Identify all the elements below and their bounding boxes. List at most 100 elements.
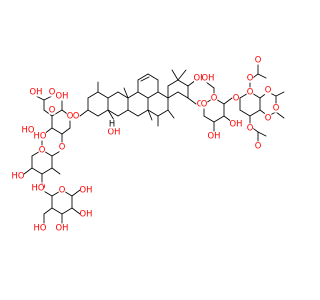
bond-line	[87, 91, 99, 99]
hydroxyl-group-label: HO	[22, 125, 35, 135]
bond-line	[177, 69, 187, 81]
hydroxyl-group-label: OH	[56, 223, 69, 233]
bond-line	[123, 87, 129, 99]
hydroxyl-group-label: OH	[56, 91, 69, 101]
bond-line	[137, 73, 149, 81]
hydroxyl-group-label: OH	[80, 209, 93, 219]
bond-line	[205, 81, 215, 89]
atom-label-background	[48, 87, 56, 97]
bond-line	[51, 207, 63, 215]
bond-line	[127, 109, 139, 117]
molecule-structure-diagram: OOOOOOOOHOOHHOOHOHOHOOOHOHOHHOOHHOHOOHOO…	[12, 55, 285, 233]
bond-line	[257, 131, 267, 137]
bond-line	[213, 115, 225, 123]
bond-line	[239, 109, 251, 117]
bond-line	[137, 91, 149, 99]
atom-label-background	[22, 125, 34, 135]
bond-line	[187, 97, 197, 105]
bond-line	[87, 109, 99, 117]
bond-line	[127, 91, 139, 99]
atom-label-background	[272, 103, 280, 113]
bond-line	[137, 109, 149, 117]
atom-label-background	[108, 119, 116, 129]
atom-label-background	[30, 87, 42, 97]
bond-line	[97, 109, 109, 117]
oxygen-atom-label: O	[67, 111, 74, 121]
bond-line	[43, 109, 53, 117]
bond-line	[61, 207, 73, 215]
bond-line	[117, 109, 129, 117]
bond-line	[61, 127, 71, 135]
oxygen-atom-label: O	[247, 73, 254, 83]
bond-line	[203, 115, 215, 123]
bond-line	[107, 109, 115, 121]
atom-label-background	[80, 185, 92, 195]
atom-label-background	[210, 93, 218, 103]
atom-label-background	[12, 171, 24, 181]
bond-line	[147, 109, 159, 117]
bond-line	[23, 167, 33, 175]
bond-line	[71, 207, 81, 215]
bond-line	[51, 167, 61, 175]
bond-line	[257, 73, 267, 79]
oxygen-atom-label: O	[211, 93, 218, 103]
atom-label-background	[264, 113, 272, 123]
bond-line	[117, 91, 129, 99]
hydroxyl-group-label: HO	[12, 171, 25, 181]
oxygen-atom-label: O	[265, 85, 272, 95]
atom-label-background	[72, 111, 80, 121]
atom-label-background	[202, 73, 214, 83]
oxygen-atom-label: O	[59, 142, 66, 152]
hydroxyl-group-label: OH	[30, 87, 43, 97]
atom-label-background	[254, 55, 262, 65]
bond-line	[51, 109, 63, 117]
atom-label-background	[264, 85, 272, 95]
hydroxyl-group-label: OH	[194, 73, 207, 83]
bond-line	[71, 189, 81, 197]
atom-label-background	[34, 131, 46, 141]
hydroxyl-group-label: OH	[80, 185, 93, 195]
atom-label-background	[230, 119, 242, 129]
atom-label-background	[48, 105, 56, 115]
atom-label-background	[56, 223, 68, 233]
atom-label-background	[196, 99, 204, 109]
oxygen-atom-label: O	[255, 55, 262, 65]
atom-label-background	[32, 183, 44, 193]
bond-line	[167, 91, 179, 99]
atom-label-background	[254, 141, 262, 151]
oxygen-atom-label: O	[201, 99, 208, 109]
bond-line	[97, 91, 109, 99]
oxygen-atom-label: O	[49, 105, 56, 115]
atom-label-background	[232, 93, 240, 103]
hydroxyl-group-label: OH	[230, 119, 243, 129]
hydrogen-atom-label: H	[109, 119, 115, 129]
bond-line	[140, 76, 150, 82]
bond-line	[51, 127, 63, 135]
hydroxyl-group-label: OH	[202, 73, 215, 83]
atom-label-background	[246, 73, 254, 83]
bond-line	[107, 109, 119, 117]
bond-line	[79, 109, 89, 117]
bond-line	[171, 69, 179, 81]
oxygen-atom-label: O	[255, 141, 262, 151]
bond-line	[167, 109, 175, 119]
bond-line	[223, 97, 233, 105]
bond-line	[157, 91, 169, 99]
oxygen-atom-label: O	[39, 145, 46, 155]
bond-line	[147, 73, 159, 81]
bond-line	[167, 79, 179, 87]
hydroxyl-group-label: OH	[208, 131, 221, 141]
bond-line	[177, 91, 189, 99]
atom-label-background	[66, 111, 74, 121]
atom-labels: OOOOOOOOHOOHHOOHOHOHOOOHOHOHHOOHHOHOOHOO…	[12, 55, 280, 233]
hydroxyl-group-label: HO	[34, 223, 47, 233]
bond-line	[43, 95, 53, 101]
oxygen-atom-label: O	[265, 113, 272, 123]
hydroxyl-group-label: OH	[108, 127, 121, 137]
bond-line	[177, 79, 189, 87]
bond-line	[43, 207, 53, 215]
oxygen-atom-label: O	[49, 87, 56, 97]
oxygen-atom-label: O	[247, 123, 254, 133]
atom-label-background	[194, 73, 206, 83]
atom-label-background	[58, 185, 66, 195]
